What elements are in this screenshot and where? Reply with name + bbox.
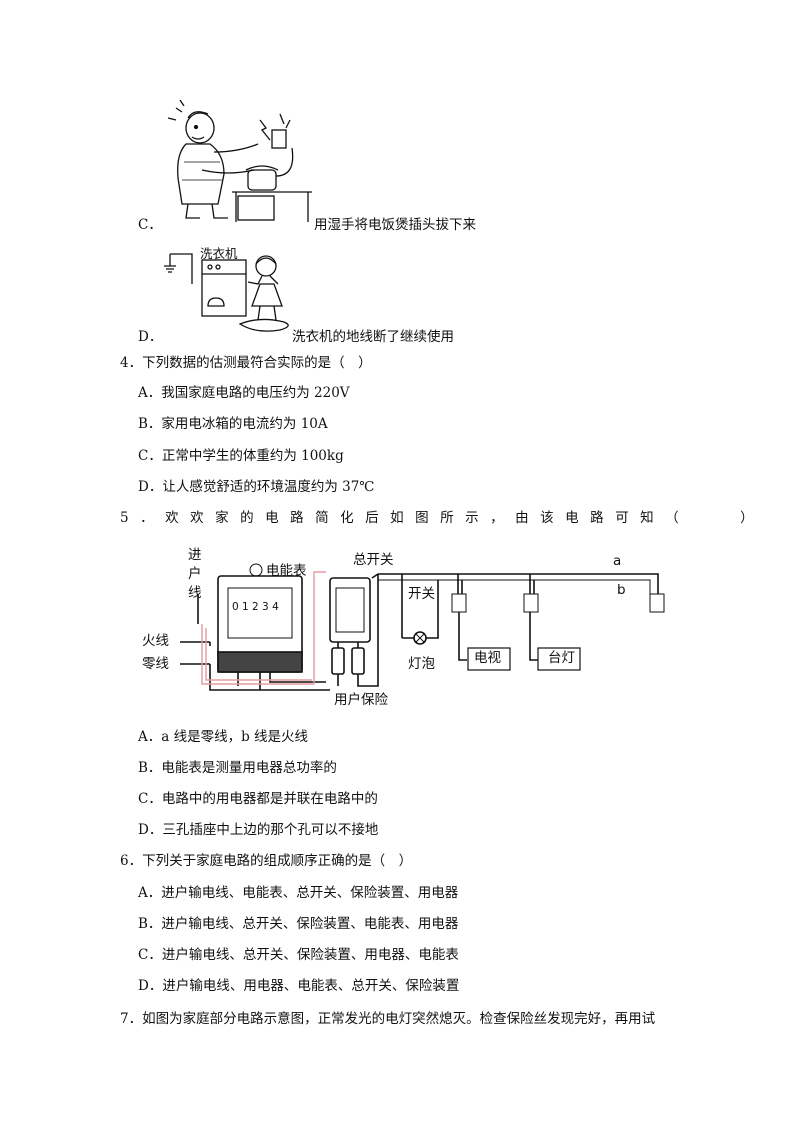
q4-option-b: B．家用电冰箱的电流约为 10A [138,416,328,432]
q3-option-d-text: 洗衣机的地线断了继续使用 [292,329,454,345]
q3-option-d-letter: D． [138,329,163,345]
washing-machine-illustration [164,253,289,332]
q4-option-c: C．正常中学生的体重约为 100kg [138,448,344,464]
wire-a-label: a [613,553,622,569]
q6-option-d: D．进户输电线、用电器、电能表、总开关、保险装置 [138,978,460,994]
q5-option-b: B．电能表是测量用电器总功率的 [138,760,337,776]
q6-option-c: C．进户输电线、总开关、保险装置、用电器、电能表 [138,947,459,963]
q5-option-a: A．a 线是零线，b 线是火线 [138,729,309,745]
q4-option-d: D．让人感觉舒适的环境温度约为 37℃ [138,479,375,495]
wire-b-label: b [617,582,626,598]
meter-digits: 0 1 2 3 4 [232,601,279,613]
q5-option-d: D．三孔插座中上边的那个孔可以不接地 [138,822,379,838]
q4-stem: 4．下列数据的估测最符合实际的是（ ） [120,355,372,371]
bulb-label: 灯泡 [408,656,435,672]
meter-label: 电能表 [266,563,307,579]
q5-option-c: C．电路中的用电器都是并联在电路中的 [138,791,378,807]
washing-machine-label: 洗衣机 [200,246,238,261]
switch-label: 开关 [408,586,435,602]
main-switch-label: 总开关 [353,552,394,568]
household-circuit-diagram [180,563,665,691]
q3-option-c-letter: C． [138,217,162,233]
incoming-line-label: 进户线 [188,547,202,601]
q5-stem: 5．欢欢家的电路简化后如图所示，由该电路可知（ ） [120,510,766,526]
wet-hand-rice-cooker-illustration [167,100,312,222]
q3-option-c-text: 用湿手将电饭煲插头拔下来 [314,217,476,233]
q6-option-a: A．进户输电线、电能表、总开关、保险装置、用电器 [138,885,459,901]
fuse-label: 用户保险 [334,692,388,708]
q6-option-b: B．进户输电线、总开关、保险装置、电能表、用电器 [138,916,459,932]
tv-label: 电视 [474,650,501,666]
lamp-label: 台灯 [548,650,575,666]
live-wire-label: 火线 [142,633,169,649]
neutral-wire-label: 零线 [142,656,169,672]
q7-stem: 7．如图为家庭部分电路示意图，正常发光的电灯突然熄灭。检查保险丝发现完好，再用试 [120,1011,656,1027]
q6-stem: 6．下列关于家庭电路的组成顺序正确的是（ ） [120,853,413,869]
q4-option-a: A．我国家庭电路的电压约为 220V [138,385,350,401]
